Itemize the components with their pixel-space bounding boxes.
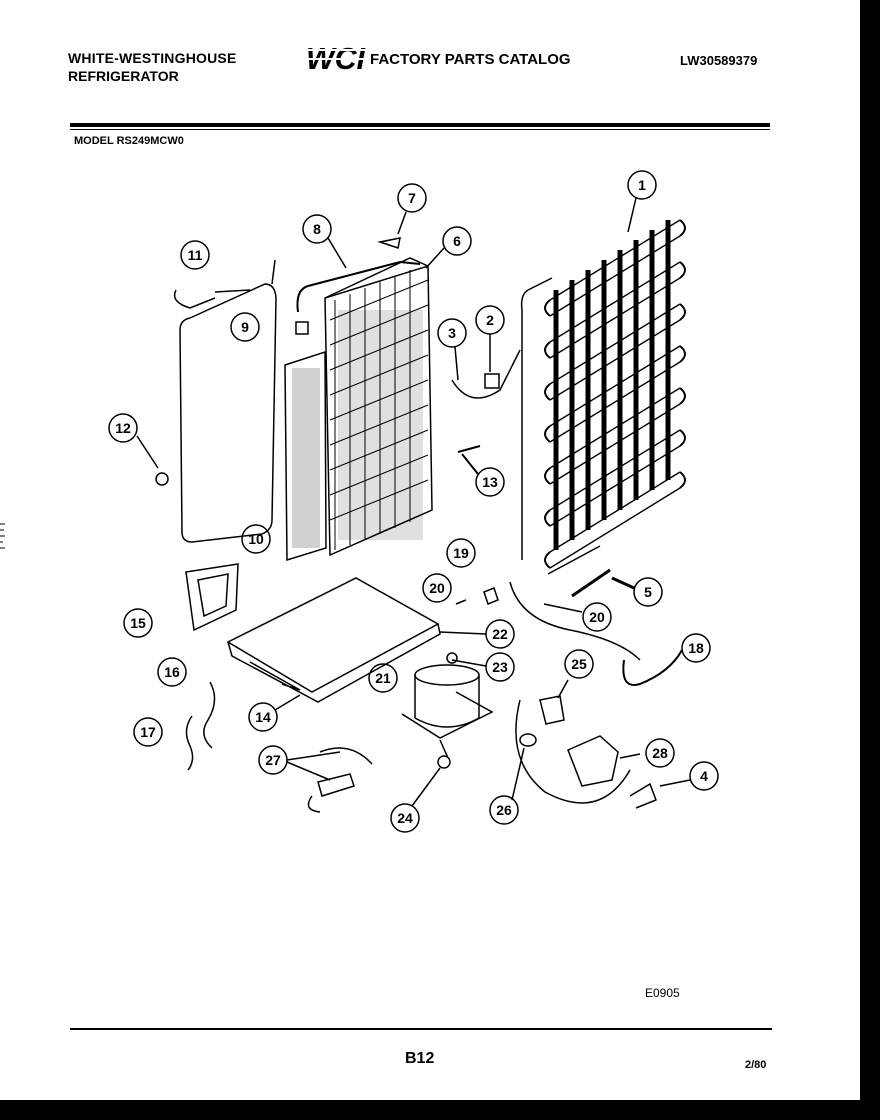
header-rule-thick	[70, 123, 770, 127]
callout-number: 19	[453, 545, 469, 561]
callout-bubble	[390, 803, 420, 833]
overload	[519, 733, 537, 747]
callout-bubble	[437, 318, 467, 348]
callout-bubble	[564, 649, 594, 679]
parts-catalog-sheet: WHITE-WESTINGHOUSE REFRIGERATOR WCI FACT…	[0, 0, 860, 1100]
callout-bubble	[489, 795, 519, 825]
callout-bubble	[681, 633, 711, 663]
callout-bubble	[422, 573, 452, 603]
callout-bubble	[446, 538, 476, 568]
drain-tube	[296, 260, 421, 313]
wiring-harness	[185, 681, 216, 771]
callout-number: 25	[571, 656, 587, 672]
callout-bubble	[689, 761, 719, 791]
callout-bubble	[157, 657, 187, 687]
product-type: REFRIGERATOR	[68, 68, 179, 84]
callout-bubble	[108, 413, 138, 443]
revision-date: 2/80	[745, 1059, 767, 1071]
callout-number: 8	[313, 221, 321, 237]
callout-number: 7	[408, 190, 416, 206]
bracket	[185, 563, 239, 632]
callout-bubble	[485, 652, 515, 682]
callout-number: 13	[482, 474, 498, 490]
drier	[571, 568, 635, 598]
callout-number: 11	[188, 247, 203, 263]
catalog-title: FACTORY PARTS CATALOG	[370, 51, 571, 68]
callout-bubble	[248, 702, 278, 732]
callout-bubble	[442, 226, 472, 256]
callout-number: 6	[453, 233, 461, 249]
callout-number: 16	[164, 664, 180, 680]
exploded-parts-diagram: 1 2 3 4 5 6 7 8 9 10 11 12 13 15 16 17 1…	[108, 170, 719, 833]
callout-number: 4	[700, 768, 708, 784]
model-label: MODEL RS249MCW0	[74, 135, 184, 147]
callout-number: 5	[644, 584, 652, 600]
callout-number: 18	[688, 640, 704, 656]
callout-number: 17	[140, 724, 156, 740]
fitting	[455, 587, 583, 613]
clip-part	[457, 445, 481, 475]
scan-edge-marks	[0, 523, 5, 549]
page-number: B12	[405, 1050, 435, 1067]
callout-number: 21	[375, 670, 391, 686]
callout-number: 20	[429, 580, 445, 596]
callout-number: 2	[486, 312, 494, 328]
callout-bubble	[241, 524, 271, 554]
sensor-part	[451, 334, 521, 399]
callout-number: 28	[652, 745, 668, 761]
callout-bubble	[230, 312, 260, 342]
callout-bubble	[397, 183, 427, 213]
callout-numbers: 1 2 3 4 5 6 7 8 9 10 11 12 13 15 16 17 1…	[115, 177, 708, 826]
callout-number: 15	[130, 615, 146, 631]
callout-bubble	[368, 663, 398, 693]
callout-number: 9	[241, 319, 249, 335]
condenser-coil	[520, 219, 686, 575]
figure-code: E0905	[645, 986, 680, 1000]
suction-line	[509, 581, 641, 661]
start-capacitor	[567, 735, 619, 787]
callout-number: 22	[492, 626, 508, 642]
callout-bubble	[475, 467, 505, 497]
callout-number: 27	[265, 752, 281, 768]
callout-number: 10	[248, 531, 264, 547]
callout-bubble	[633, 577, 663, 607]
panel-gasket	[173, 259, 277, 543]
power-cord	[286, 747, 373, 813]
callout-number: 26	[496, 802, 512, 818]
callout-bubble	[133, 717, 163, 747]
compressor	[401, 664, 494, 759]
document-number: LW30589379	[680, 53, 758, 68]
relay	[539, 695, 565, 725]
wci-logo-text: WCI	[306, 41, 366, 74]
callout-bubble	[180, 240, 210, 270]
base-pan	[226, 577, 441, 703]
callout-bubble	[123, 608, 153, 638]
callout-number: 24	[397, 810, 413, 826]
evaporator	[324, 257, 433, 557]
header-rule-thin	[70, 129, 770, 130]
callout-number: 1	[638, 177, 646, 193]
callout-number: 14	[255, 709, 271, 725]
callout-number: 20	[589, 609, 605, 625]
footer-rule	[70, 1028, 772, 1030]
callout-number: 3	[448, 325, 456, 341]
clip-part	[295, 321, 309, 335]
wci-logo: WCI	[305, 41, 367, 74]
callout-bubble	[645, 738, 675, 768]
clamp	[629, 779, 691, 809]
brand-name: WHITE-WESTINGHOUSE	[68, 50, 237, 66]
callout-bubble	[627, 170, 657, 200]
wiring-loop	[515, 699, 631, 804]
callout-number: 23	[492, 659, 508, 675]
callout-bubble	[582, 602, 612, 632]
filter-pad	[284, 350, 327, 562]
clip-part	[377, 211, 407, 249]
callout-bubble	[302, 214, 332, 244]
callout-number: 12	[115, 420, 131, 436]
